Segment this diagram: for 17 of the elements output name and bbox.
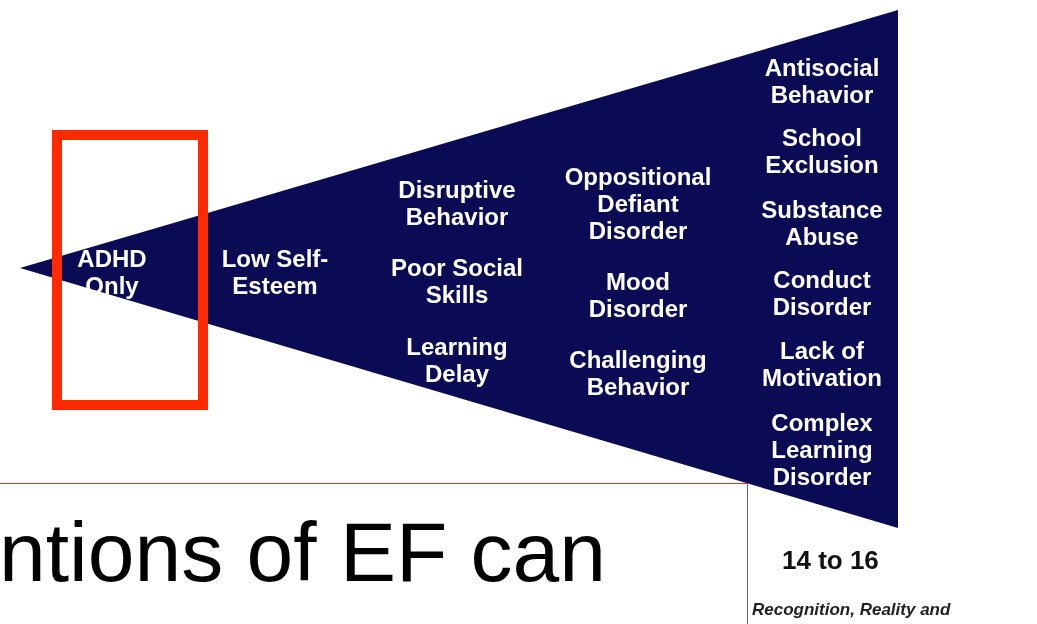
age-label: 14 to 16 (782, 545, 879, 576)
condition-label: Challenging Behavior (568, 346, 708, 400)
condition-label: Mood Disorder (587, 268, 689, 322)
condition-label: Learning Delay (405, 333, 509, 387)
condition-label: Low Self-Esteem (220, 245, 330, 299)
condition-label: Disruptive Behavior (397, 176, 517, 230)
condition-label: Antisocial Behavior (763, 54, 881, 108)
condition-label: Oppositional Defiant Disorder (563, 162, 713, 244)
condition-label: Conduct Disorder (771, 266, 873, 320)
slide-text: ntions of EF can (0, 504, 606, 600)
condition-label: Poor Social Skills (389, 254, 524, 308)
text-box (0, 483, 748, 624)
condition-label: Lack of Motivation (761, 337, 883, 391)
condition-label: Substance Abuse (760, 196, 884, 250)
condition-label: School Exclusion (764, 124, 880, 178)
condition-label: Complex Learning Disorder (770, 408, 874, 490)
source-note: Recognition, Reality and (752, 600, 951, 620)
